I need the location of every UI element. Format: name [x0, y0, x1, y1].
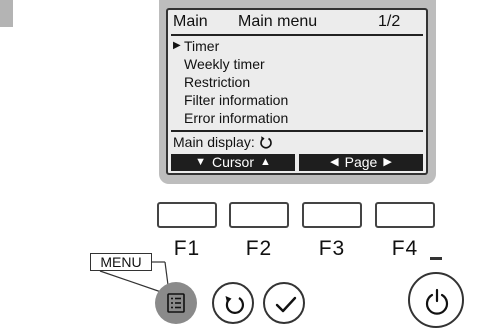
f2-button[interactable] [229, 202, 289, 228]
header-title: Main menu [238, 13, 318, 30]
ok-button[interactable] [263, 282, 305, 324]
page-segment: ◀ Page ▶ [299, 154, 423, 171]
return-arrow-icon [259, 136, 272, 149]
status-label: Main display: [173, 134, 255, 150]
f1-button[interactable] [157, 202, 217, 228]
power-button[interactable] [408, 272, 464, 328]
triangle-up-icon: ▲ [260, 156, 271, 168]
page-corner-tab [0, 0, 13, 27]
cursor-segment: ▼ Cursor ▲ [171, 154, 295, 171]
triangle-down-icon: ▼ [195, 156, 206, 168]
menu-item-weekly-timer[interactable]: Weekly timer [173, 55, 423, 73]
cursor-label: Cursor [211, 154, 254, 170]
menu-item-error-information[interactable]: Error information [173, 109, 423, 127]
f3-label: F3 [318, 237, 346, 260]
menu-button[interactable] [155, 282, 197, 324]
checkmark-icon [275, 296, 297, 313]
menu-item-filter-information[interactable]: Filter information [173, 91, 423, 109]
status-divider [171, 130, 423, 132]
header-mode-label: Main [173, 13, 208, 30]
return-button[interactable] [212, 282, 254, 324]
f4-button[interactable] [375, 202, 435, 228]
page-label: Page [344, 154, 378, 170]
header-page-indicator: 1/2 [378, 13, 401, 30]
function-bar: ▼ Cursor ▲ ◀ Page ▶ [171, 154, 423, 171]
menu-item-restriction[interactable]: Restriction [173, 73, 423, 91]
menu-item-label: Weekly timer [184, 56, 265, 72]
return-arrow-icon [225, 296, 244, 314]
power-indicator-lamp [430, 257, 442, 260]
triangle-left-icon: ◀ [330, 156, 339, 168]
power-icon [425, 288, 449, 315]
f1-label: F1 [173, 237, 201, 260]
menu-item-timer[interactable]: ▶ Timer [173, 37, 423, 55]
f4-label: F4 [391, 237, 419, 260]
triangle-right-icon: ▶ [383, 156, 392, 168]
f3-button[interactable] [302, 202, 362, 228]
menu-item-label: Error information [184, 110, 289, 126]
list-icon [167, 293, 185, 313]
menu-callout-label: MENU [90, 253, 152, 271]
lcd-screen: Main Main menu 1/2 ▶ Timer Weekly timer … [166, 8, 428, 175]
menu-list: ▶ Timer Weekly timer Restriction Filter … [173, 37, 423, 127]
status-line: Main display: [173, 133, 273, 151]
lcd-header: Main Main menu 1/2 [168, 10, 426, 35]
menu-item-label: Timer [184, 38, 220, 54]
triangle-right-icon: ▶ [173, 40, 181, 51]
menu-item-label: Restriction [184, 74, 251, 90]
menu-item-label: Filter information [184, 92, 289, 108]
header-divider [171, 34, 423, 36]
f2-label: F2 [245, 237, 273, 260]
